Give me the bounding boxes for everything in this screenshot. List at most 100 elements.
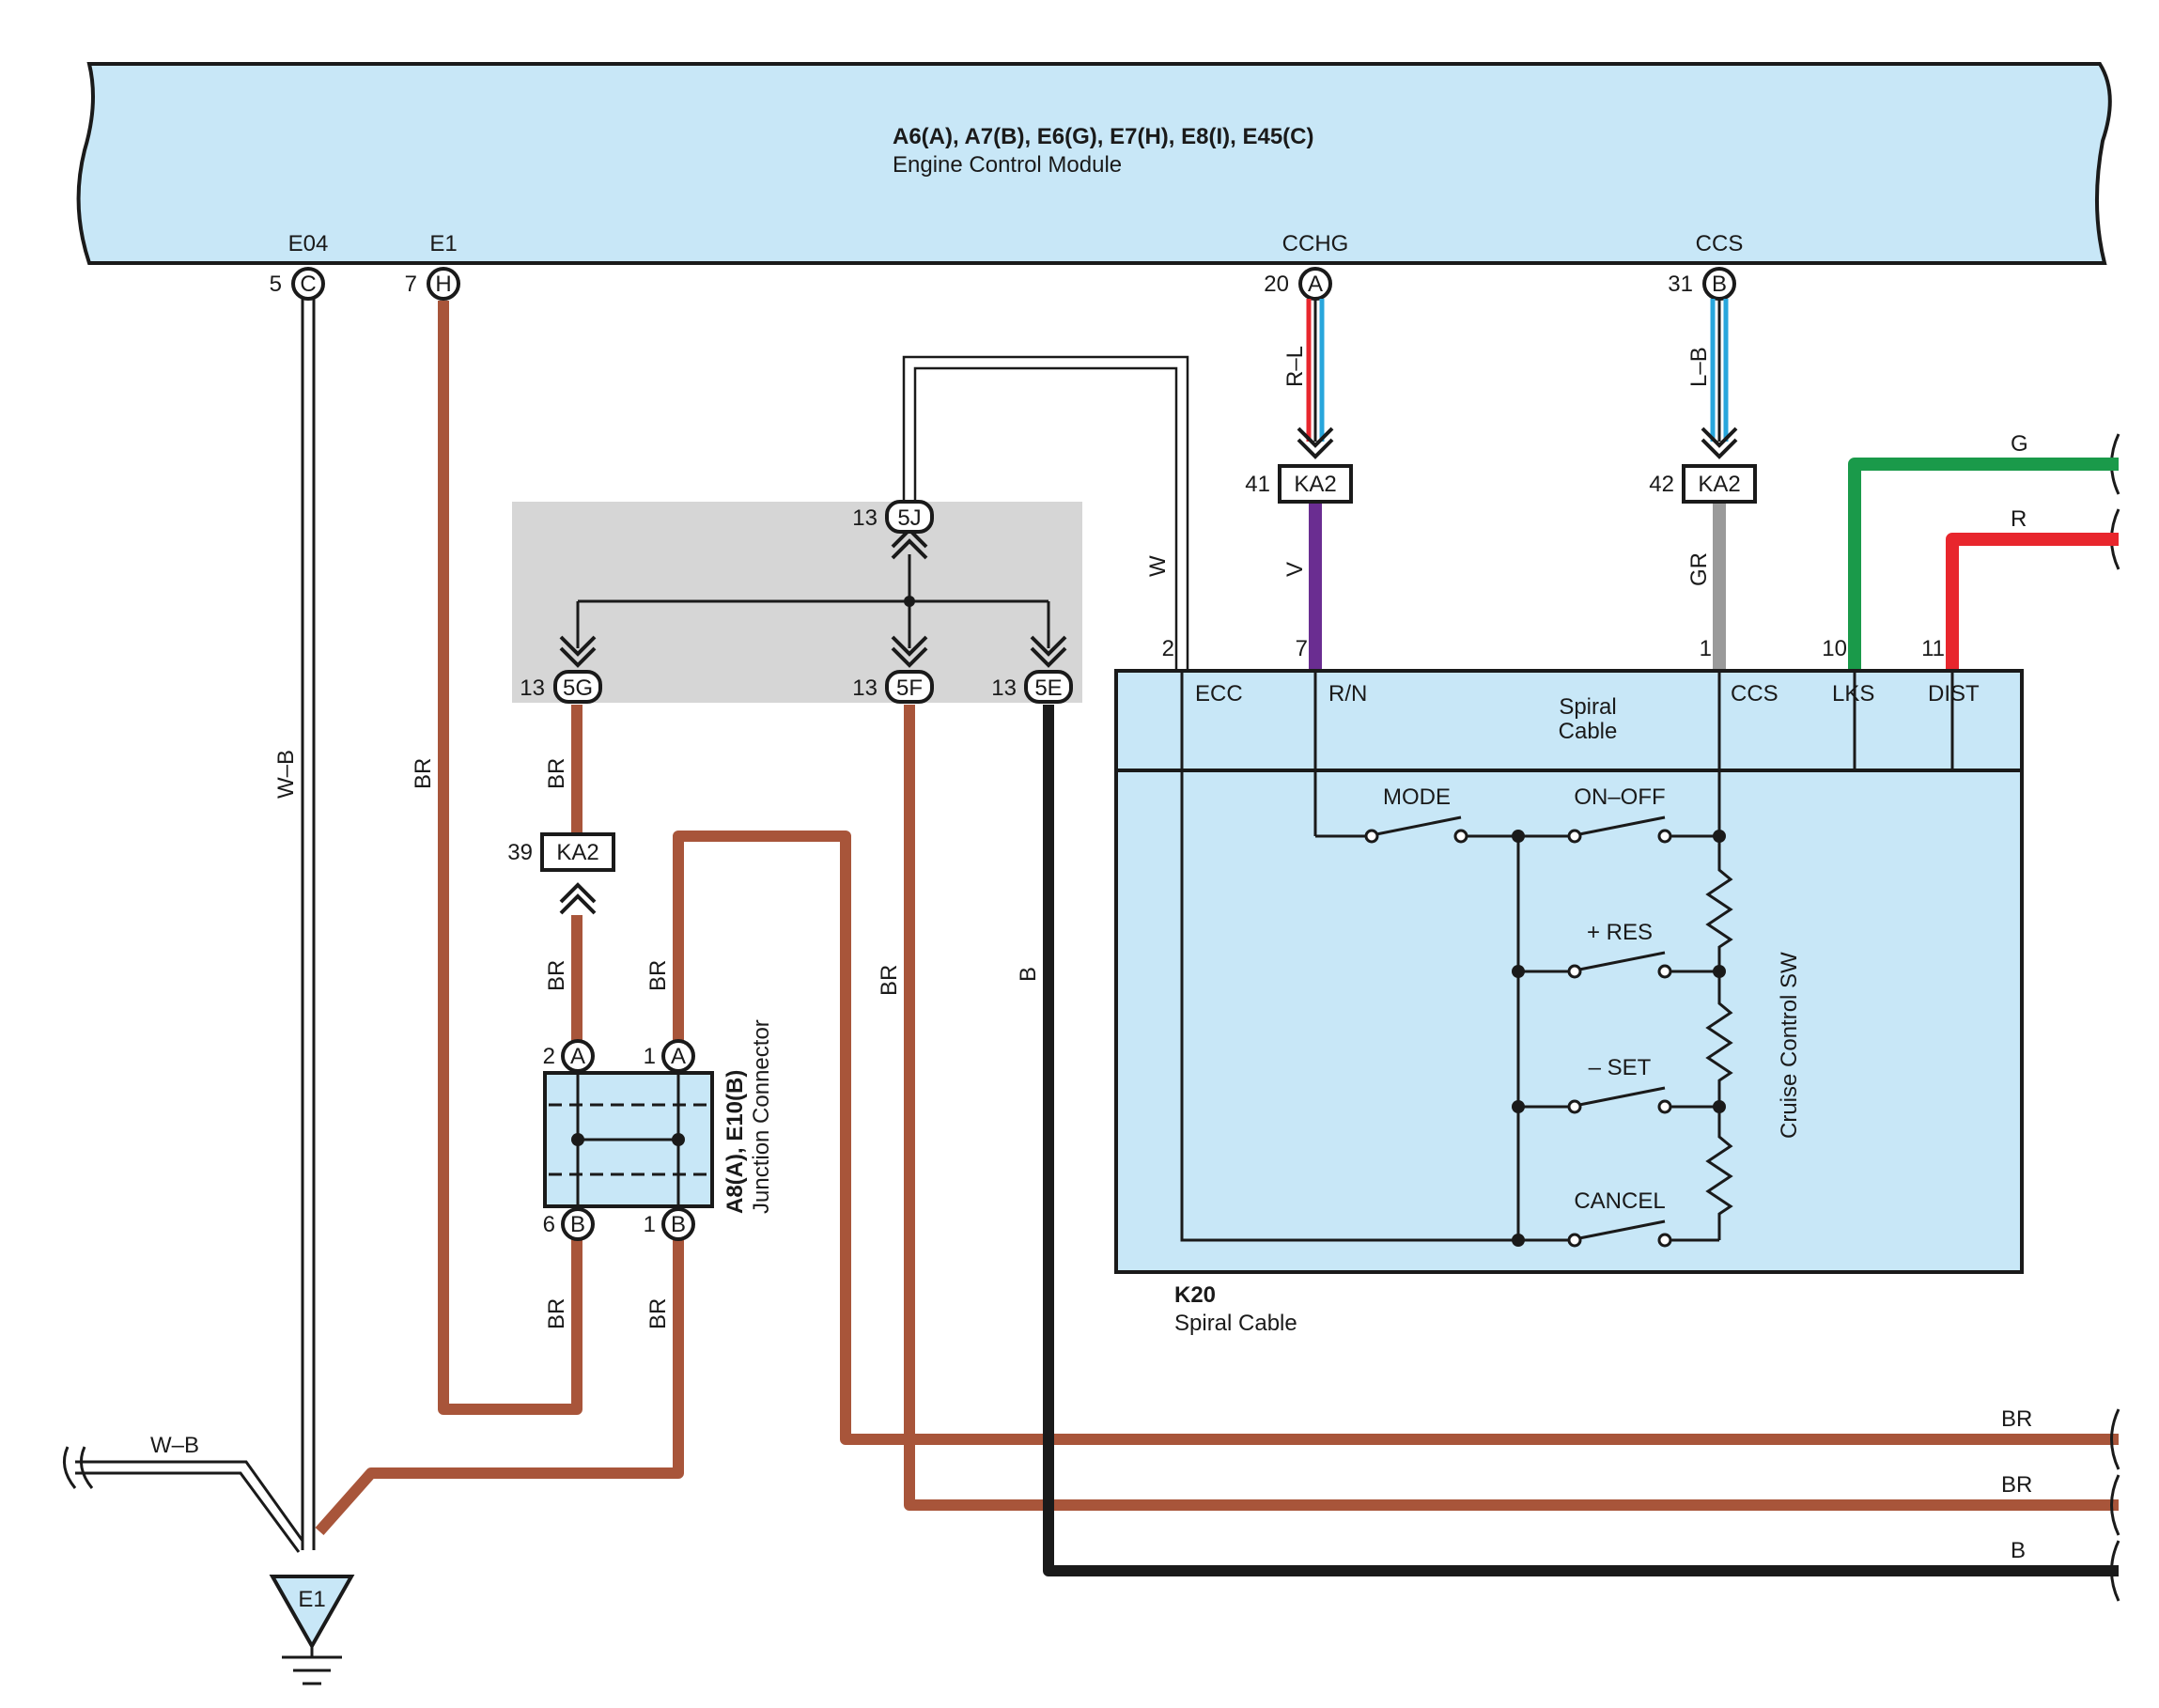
svg-text:ECC: ECC: [1195, 681, 1243, 706]
svg-text:B: B: [671, 1212, 686, 1237]
svg-text:B: B: [2011, 1538, 2026, 1563]
svg-text:5G: 5G: [563, 675, 593, 701]
svg-text:A: A: [1308, 272, 1323, 297]
ecm-pin-a: A 20: [1264, 267, 1332, 301]
svg-text:2: 2: [543, 1044, 555, 1069]
svg-text:BR: BR: [645, 1298, 671, 1329]
switch-set: – SET: [1589, 1055, 1652, 1080]
svg-text:V: V: [1282, 562, 1308, 577]
ecm-name: Engine Control Module: [893, 152, 1122, 178]
spiral-name: Spiral Cable: [1174, 1311, 1297, 1336]
svg-text:LKS: LKS: [1832, 681, 1874, 706]
switch-nodes: [1512, 830, 1726, 1247]
spiral-header-2: Cable: [1559, 719, 1618, 744]
spiral-header-1: Spiral: [1559, 694, 1616, 720]
junction-block: 5J 13 5G 13 5F 13 5E 13: [512, 500, 1082, 704]
wire-rl: R–L: [1282, 299, 1334, 458]
svg-text:KA2: KA2: [556, 840, 598, 865]
jc-id: A8(A), E10(B): [722, 1070, 748, 1214]
svg-text:H: H: [435, 272, 451, 297]
svg-text:BR: BR: [2001, 1406, 2032, 1432]
junction-5g: 5G 13: [520, 670, 602, 704]
svg-text:BR: BR: [544, 758, 569, 789]
junction-5j: 5J 13: [852, 500, 934, 534]
ka2-41: KA2 41: [1245, 464, 1353, 504]
jc-name: Junction Connector: [749, 1019, 774, 1214]
cruise-control-label: Cruise Control SW: [1777, 952, 1802, 1139]
spiral-id: K20: [1174, 1282, 1216, 1308]
svg-text:13: 13: [852, 505, 878, 531]
ecm-connectors: A6(A), A7(B), E6(G), E7(H), E8(I), E45(C…: [893, 124, 1314, 149]
svg-text:10: 10: [1822, 636, 1847, 661]
svg-text:BR: BR: [877, 965, 902, 996]
wire-b-5e: B B: [1016, 705, 2119, 1576]
ecm-terminal-e04: E04: [288, 231, 329, 256]
ecm-pin-c: C 5: [270, 267, 325, 301]
svg-text:7: 7: [1296, 636, 1308, 661]
svg-text:G: G: [2011, 431, 2028, 457]
svg-text:BR: BR: [544, 960, 569, 991]
jc-pin-1a: A 1: [644, 1039, 695, 1073]
wire-wb-e04: W–B: [273, 299, 316, 1550]
svg-text:E1: E1: [298, 1587, 325, 1612]
ground-e1: E1: [269, 1575, 355, 1685]
jc-pin-1b: B 1: [644, 1207, 695, 1241]
wire-end-marks: [2110, 433, 2120, 1602]
wire-br-5g: BR BR: [544, 705, 582, 1041]
svg-text:B: B: [1712, 272, 1727, 297]
svg-text:13: 13: [520, 675, 545, 701]
wire-br-below-jc: BR BR: [315, 1238, 684, 1535]
svg-text:39: 39: [507, 840, 533, 865]
svg-text:13: 13: [852, 675, 878, 701]
ecm-block: A6(A), A7(B), E6(G), E7(H), E8(I), E45(C…: [76, 62, 2112, 301]
svg-text:6: 6: [543, 1212, 555, 1237]
ecm-terminal-cchg: CCHG: [1282, 231, 1349, 256]
svg-text:A: A: [671, 1044, 686, 1069]
ecm-terminal-e1: E1: [429, 231, 457, 256]
svg-text:W–B: W–B: [273, 750, 299, 799]
ecm-terminal-ccs: CCS: [1696, 231, 1744, 256]
ka2-42: KA2 42: [1649, 464, 1757, 504]
svg-text:R: R: [2011, 506, 2027, 532]
jc-pin-2a: A 2: [543, 1039, 595, 1073]
svg-text:B: B: [1016, 967, 1041, 982]
svg-text:13: 13: [991, 675, 1017, 701]
svg-text:B: B: [570, 1212, 585, 1237]
svg-text:L–B: L–B: [1686, 347, 1712, 387]
junction-connector: A 2 A 1 B 6 B 1 A8(A), E10(B) Junction C…: [543, 1019, 774, 1241]
svg-text:KA2: KA2: [1294, 472, 1336, 497]
svg-text:BR: BR: [544, 1298, 569, 1329]
switch-res: + RES: [1587, 920, 1653, 945]
wire-w: W: [902, 355, 1189, 673]
wire-gr: GR: [1686, 504, 1726, 671]
wire-g: G: [1848, 431, 2119, 671]
svg-text:GR: GR: [1686, 552, 1712, 586]
switch-mode: MODE: [1383, 784, 1451, 810]
svg-text:1: 1: [644, 1044, 656, 1069]
jc-pin-6b: B 6: [543, 1207, 595, 1241]
svg-text:BR: BR: [645, 960, 671, 991]
junction-5e: 5E 13: [991, 670, 1073, 704]
wire-br-1a: BR BR: [645, 831, 2119, 1445]
svg-text:5: 5: [270, 272, 282, 297]
ecm-pin-h: H 7: [405, 267, 460, 301]
svg-text:5E: 5E: [1034, 675, 1062, 701]
svg-text:BR: BR: [2001, 1472, 2032, 1498]
svg-text:5F: 5F: [896, 675, 923, 701]
svg-text:41: 41: [1245, 472, 1270, 497]
switch-cancel: CANCEL: [1574, 1188, 1665, 1214]
svg-text:7: 7: [405, 272, 417, 297]
svg-text:W–B: W–B: [150, 1433, 199, 1458]
ecm-pin-b: B 31: [1668, 267, 1736, 301]
wire-v: V: [1282, 504, 1322, 671]
svg-text:31: 31: [1668, 272, 1693, 297]
switch-on-off: ON–OFF: [1574, 784, 1665, 810]
wire-lb: L–B: [1686, 299, 1738, 458]
svg-text:A: A: [570, 1044, 585, 1069]
cruise-switches: [1315, 770, 1733, 1248]
junction-5f: 5F 13: [852, 670, 934, 704]
svg-text:2: 2: [1162, 636, 1174, 661]
svg-text:5J: 5J: [897, 505, 921, 531]
svg-text:R–L: R–L: [1282, 346, 1308, 387]
svg-text:11: 11: [1921, 636, 1945, 661]
